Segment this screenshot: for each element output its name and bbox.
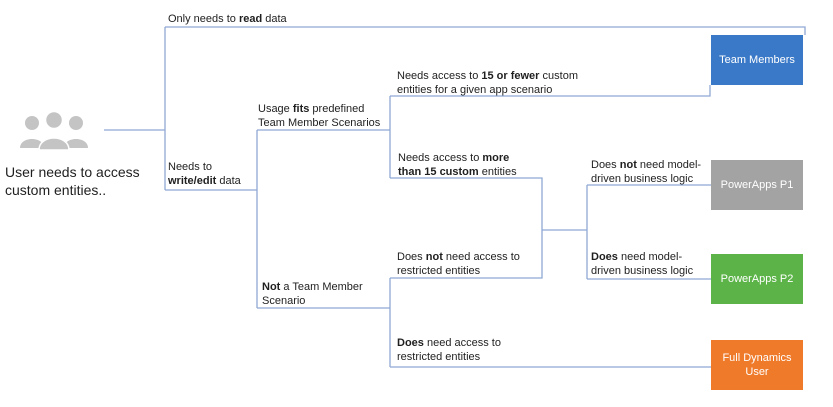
outcome-powerapps-p1-label: PowerApps P1 <box>720 179 794 191</box>
label-read-data: Only needs to read data <box>168 13 287 25</box>
outcome-full-line-2: User <box>745 366 769 378</box>
start-line-2: custom entities.. <box>5 182 107 198</box>
start-line-1: User needs to access <box>5 164 140 180</box>
connector-read <box>165 26 806 35</box>
label-not-team-member: Not a Team Member Scenario <box>262 281 363 307</box>
label-15-or-fewer: Needs access to 15 or fewer custom entit… <box>397 70 578 96</box>
label-write-data: Needs to write/edit data <box>168 161 241 187</box>
outcome-team-members: Team Members <box>711 35 803 85</box>
label-fits-scenarios: Usage fits predefined Team Member Scenar… <box>258 103 381 129</box>
outcome-full-dynamics-user: Full Dynamics User <box>711 340 803 390</box>
outcome-full-line-1: Full Dynamics <box>722 352 792 364</box>
outcome-powerapps-p2-label: PowerApps P2 <box>720 273 794 285</box>
start-question: User needs to access custom entities.. <box>5 163 140 199</box>
connector-more <box>390 177 543 230</box>
connector-no-restricted <box>390 230 543 279</box>
label-more-than-15: Needs access to more than 15 custom enti… <box>398 152 517 178</box>
label-yes-model-logic: Does need model- driven business logic <box>591 251 694 277</box>
outcome-team-members-label: Team Members <box>719 54 795 66</box>
outcome-powerapps-p2: PowerApps P2 <box>711 254 803 304</box>
label-no-restricted: Does not need access to restricted entit… <box>397 251 520 277</box>
users-icon <box>20 112 88 151</box>
outcome-powerapps-p1: PowerApps P1 <box>711 160 803 210</box>
label-yes-restricted: Does need access to restricted entities <box>397 337 501 363</box>
connector-fewer <box>390 85 711 97</box>
label-no-model-logic: Does not need model- driven business log… <box>591 159 702 185</box>
